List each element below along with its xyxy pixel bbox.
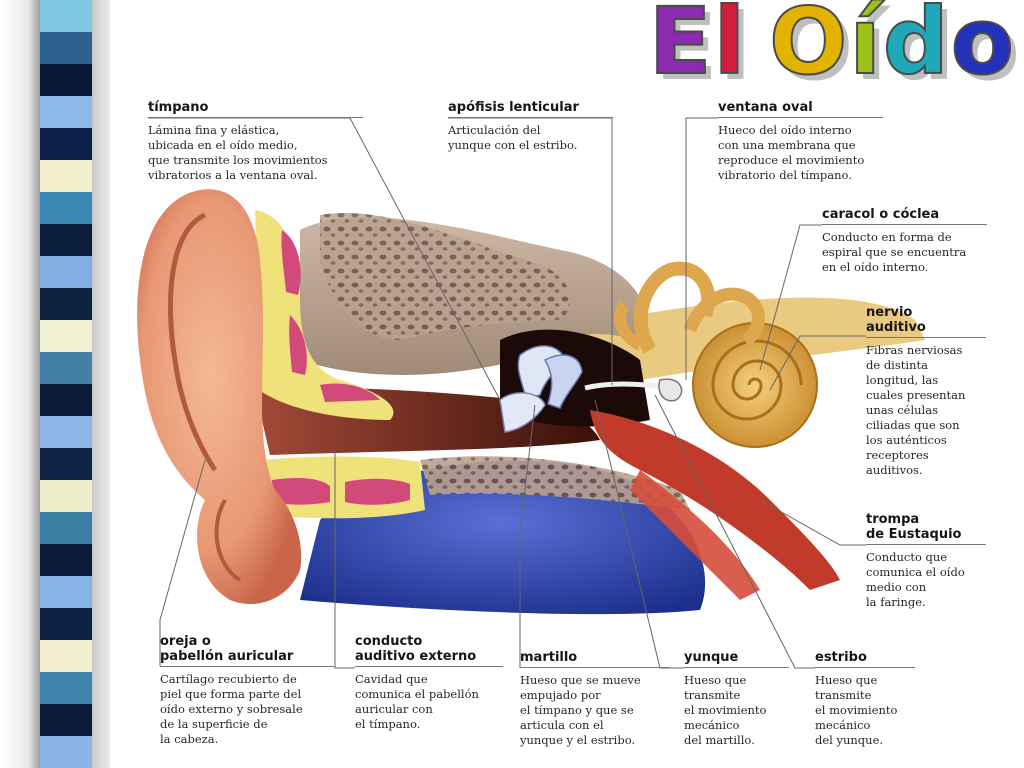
title-letter: o	[950, 0, 1016, 96]
label-oreja: oreja o pabellón auricular Cartílago rec…	[160, 634, 335, 747]
stripe-band	[40, 128, 92, 160]
title-letter: E	[648, 0, 714, 96]
label-description: Conducto en forma de espiral que se encu…	[822, 230, 967, 274]
label-heading: yunque	[684, 650, 789, 668]
label-description: Hueso que se mueve empujado por el tímpa…	[520, 673, 641, 747]
label-description: Cavidad que comunica el pabellón auricul…	[355, 672, 479, 731]
label-conducto-auditivo: conducto auditivo externo Cavidad que co…	[355, 634, 503, 732]
label-description: Cartílago recubierto de piel que forma p…	[160, 672, 303, 746]
title-letter: O	[768, 0, 850, 96]
label-heading: nervio auditivo	[866, 305, 986, 338]
stripe-band	[40, 512, 92, 544]
title-letter: í	[848, 0, 883, 96]
label-heading: conducto auditivo externo	[355, 634, 503, 667]
label-heading: tímpano	[148, 100, 363, 118]
stripe-band	[40, 384, 92, 416]
stripe-band	[40, 480, 92, 512]
label-nervio-auditivo: nervio auditivo Fibras nerviosas de dist…	[866, 305, 986, 478]
stripe-band	[40, 64, 92, 96]
leader-lines	[148, 117, 866, 669]
label-timpano: tímpano Lámina fina y elástica, ubicada …	[148, 100, 363, 183]
stripe-band	[40, 224, 92, 256]
label-description: Hueso que transmite el movimiento mecáni…	[684, 673, 767, 747]
label-heading: trompa de Eustaquio	[866, 512, 986, 545]
label-heading: estribo	[815, 650, 915, 668]
label-description: Lámina fina y elástica, ubicada en el oí…	[148, 123, 328, 182]
decorative-left-strip	[0, 0, 110, 768]
label-martillo: martillo Hueso que se mueve empujado por…	[520, 650, 670, 748]
label-heading: oreja o pabellón auricular	[160, 634, 335, 667]
stripe-band	[40, 256, 92, 288]
label-apofisis-lenticular: apófisis lenticular Articulación del yun…	[448, 100, 613, 153]
label-description: Hueso que transmite el movimiento mecáni…	[815, 673, 898, 747]
stripe-band	[40, 32, 92, 64]
title-letter: d	[882, 0, 951, 96]
label-ventana-oval: ventana oval Hueco del oído interno con …	[718, 100, 883, 183]
stripe-band	[40, 192, 92, 224]
stripe-band	[40, 160, 92, 192]
label-heading: martillo	[520, 650, 670, 668]
slide-title: El Oído	[476, 0, 1016, 96]
stripe-band	[40, 448, 92, 480]
stripe-band	[40, 352, 92, 384]
label-description: Fibras nerviosas de distinta longitud, l…	[866, 343, 966, 477]
label-description: Conducto que comunica el oído medio con …	[866, 550, 965, 609]
stripe-band	[40, 96, 92, 128]
label-caracol: caracol o cóclea Conducto en forma de es…	[822, 207, 987, 275]
label-description: Hueco del oído interno con una membrana …	[718, 123, 865, 182]
label-heading: apófisis lenticular	[448, 100, 613, 118]
label-heading: ventana oval	[718, 100, 883, 118]
title-text: El Oído	[648, 0, 1016, 96]
stripe-band	[40, 704, 92, 736]
stripe-band	[40, 640, 92, 672]
stripe-band	[40, 288, 92, 320]
stripe-band	[40, 736, 92, 768]
stripe-band	[40, 0, 92, 32]
stripe-band	[40, 320, 92, 352]
label-heading: caracol o cóclea	[822, 207, 987, 225]
striped-bands	[40, 0, 92, 768]
stripe-band	[40, 416, 92, 448]
label-trompa-eustaquio: trompa de Eustaquio Conducto que comunic…	[866, 512, 986, 610]
title-letter: l	[713, 0, 748, 96]
label-description: Articulación del yunque con el estribo.	[448, 123, 578, 152]
stripe-band	[40, 576, 92, 608]
stripe-band	[40, 672, 92, 704]
stripe-band	[40, 544, 92, 576]
label-estribo: estribo Hueso que transmite el movimient…	[815, 650, 915, 748]
stripe-band	[40, 608, 92, 640]
label-yunque: yunque Hueso que transmite el movimiento…	[684, 650, 789, 748]
ear-illustration	[137, 189, 925, 615]
